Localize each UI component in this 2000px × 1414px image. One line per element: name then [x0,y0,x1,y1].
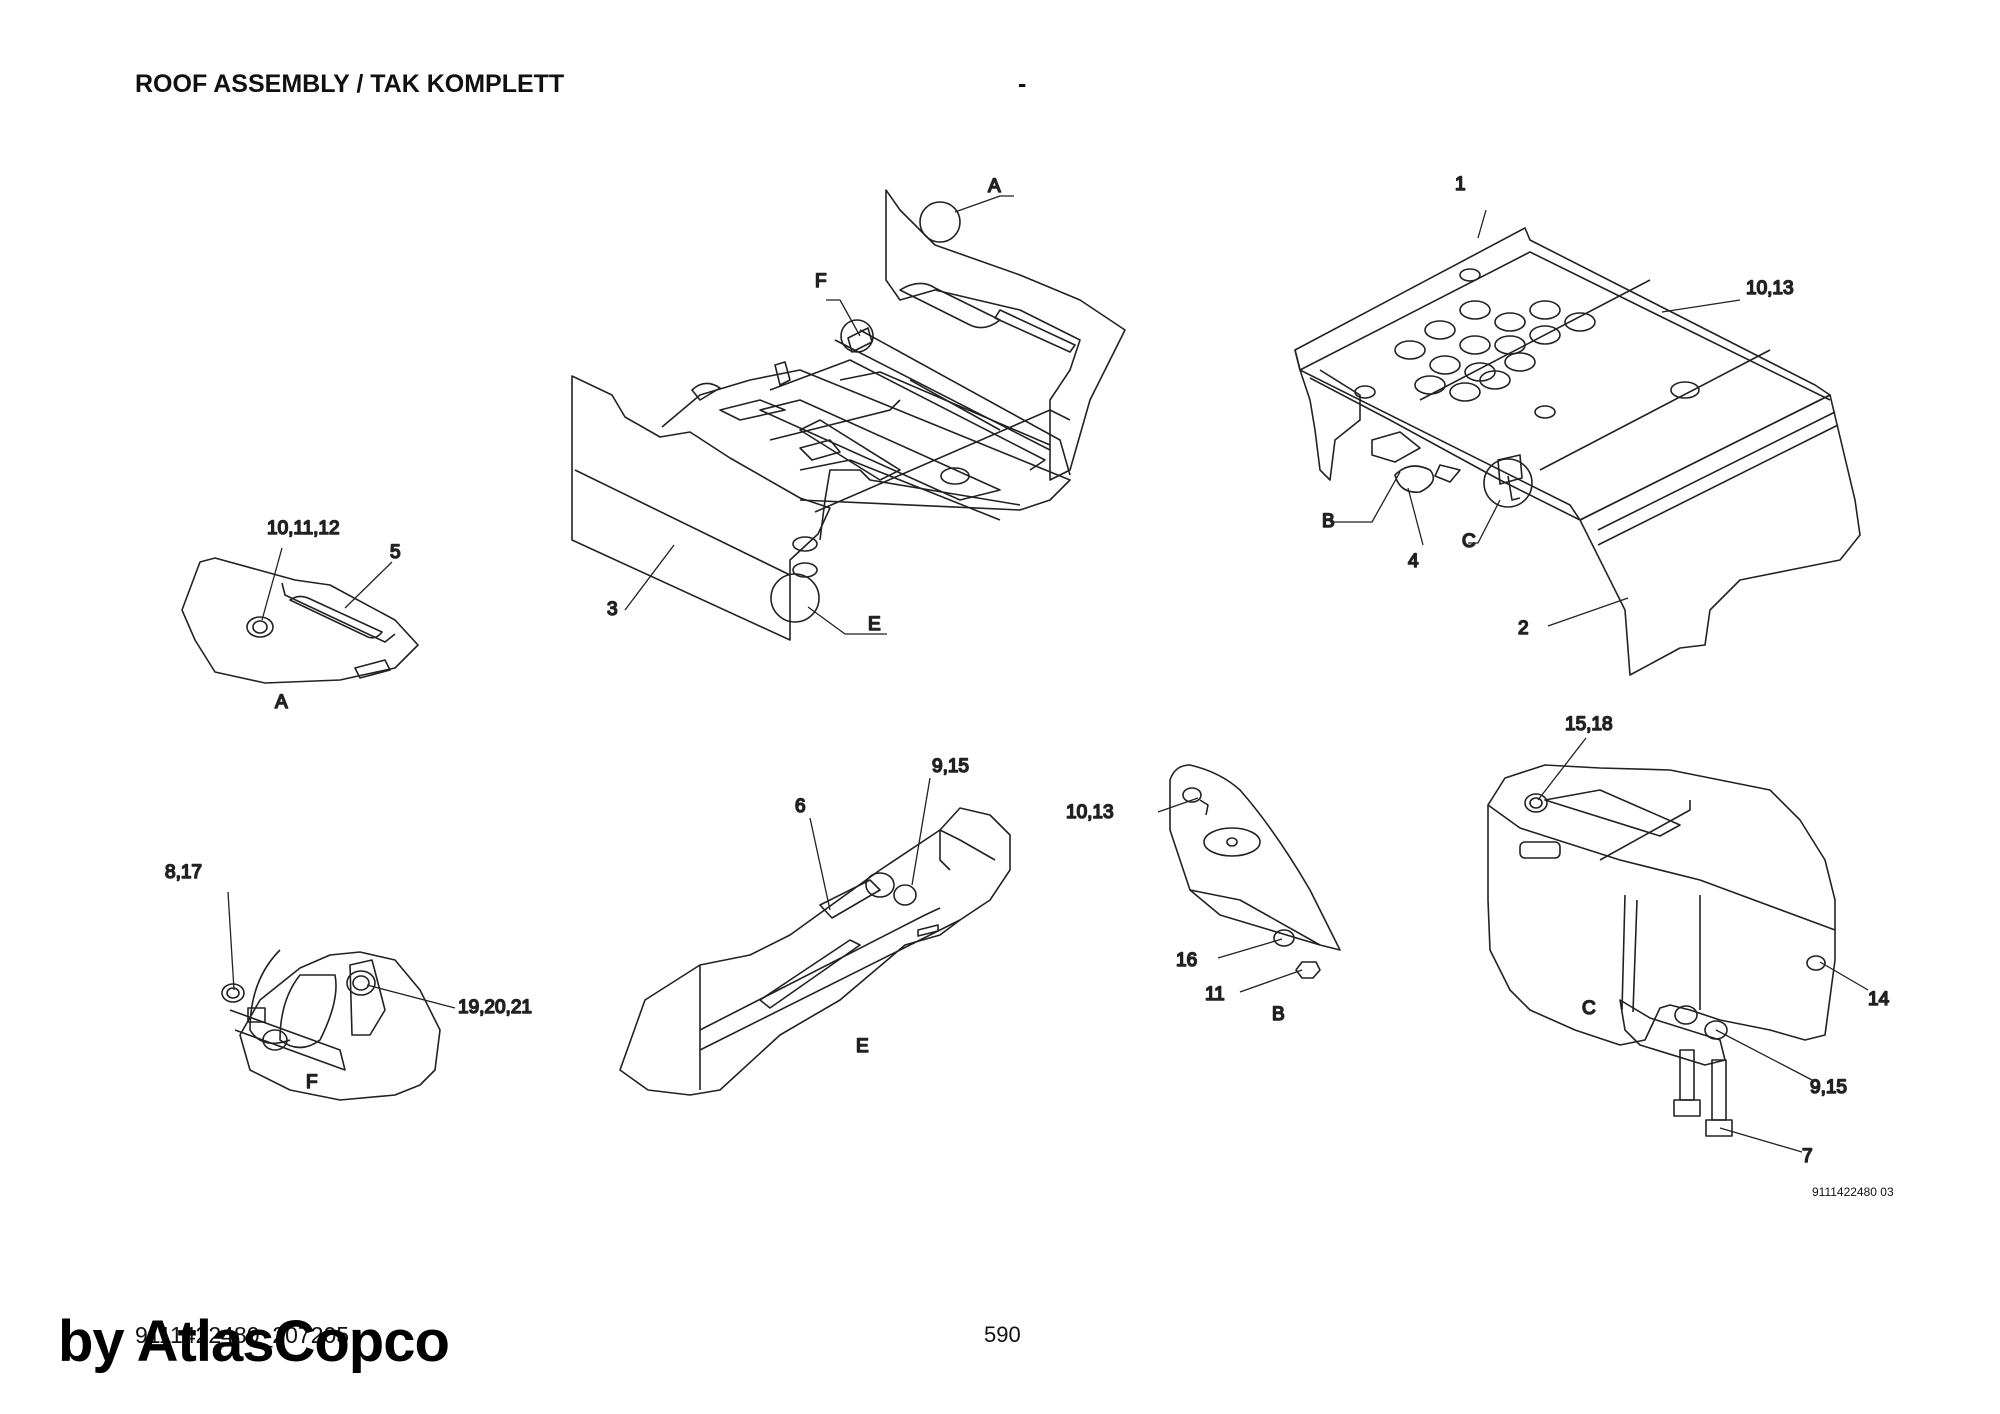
label-part-9-15-e: 9,15 [932,756,969,777]
detail-b-title: B [1272,1004,1285,1025]
label-part-5: 5 [390,542,401,563]
drawing-id: 9111422480 03 [1812,1185,1894,1199]
detail-f-title: F [306,1072,318,1093]
watermark: by AtlasCopco [58,1309,450,1374]
roof-frame-drawing [571,189,1126,641]
label-part-11: 11 [1205,984,1225,1005]
label-part-10-13-main: 10,13 [1746,278,1794,299]
detail-c-title: C [1582,998,1596,1019]
detail-e-title: E [856,1036,869,1057]
page-number: 590 [984,1322,1021,1347]
label-part-7: 7 [1802,1146,1813,1167]
detail-b-drawing [1169,764,1341,979]
detail-a-title: A [275,692,288,713]
label-part-2: 2 [1518,618,1529,639]
detail-c-drawing [1487,764,1836,1137]
page-title: ROOF ASSEMBLY / TAK KOMPLETT [135,70,565,98]
detail-a-drawing [181,557,419,684]
detail-f-drawing [221,949,441,1101]
label-a-main: A [988,176,1001,197]
label-c-main: C [1462,531,1476,552]
label-part-8-17: 8,17 [165,862,202,883]
label-part-9-15-c: 9,15 [1810,1077,1847,1098]
label-part-4: 4 [1408,551,1419,572]
document-number: 9111422480_207205 [135,1322,350,1348]
label-b-main: B [1322,511,1335,532]
roof-panel-drawing [1294,227,1861,676]
title-dash: - [1018,70,1027,98]
label-part-16: 16 [1176,950,1197,971]
label-part-19-20-21: 19,20,21 [458,997,532,1018]
label-part-6: 6 [795,796,806,817]
leader-lines [227,195,1869,1153]
label-e-main: E [868,614,881,635]
label-part-10-11-12: 10,11,12 [267,518,340,539]
label-part-3: 3 [607,599,618,620]
label-f-main: F [815,271,827,292]
label-part-15-18: 15,18 [1565,714,1613,735]
detail-e-drawing [619,807,1011,1096]
label-part-1: 1 [1455,174,1466,195]
label-part-14: 14 [1868,989,1890,1010]
label-part-10-13-b: 10,13 [1066,802,1114,823]
